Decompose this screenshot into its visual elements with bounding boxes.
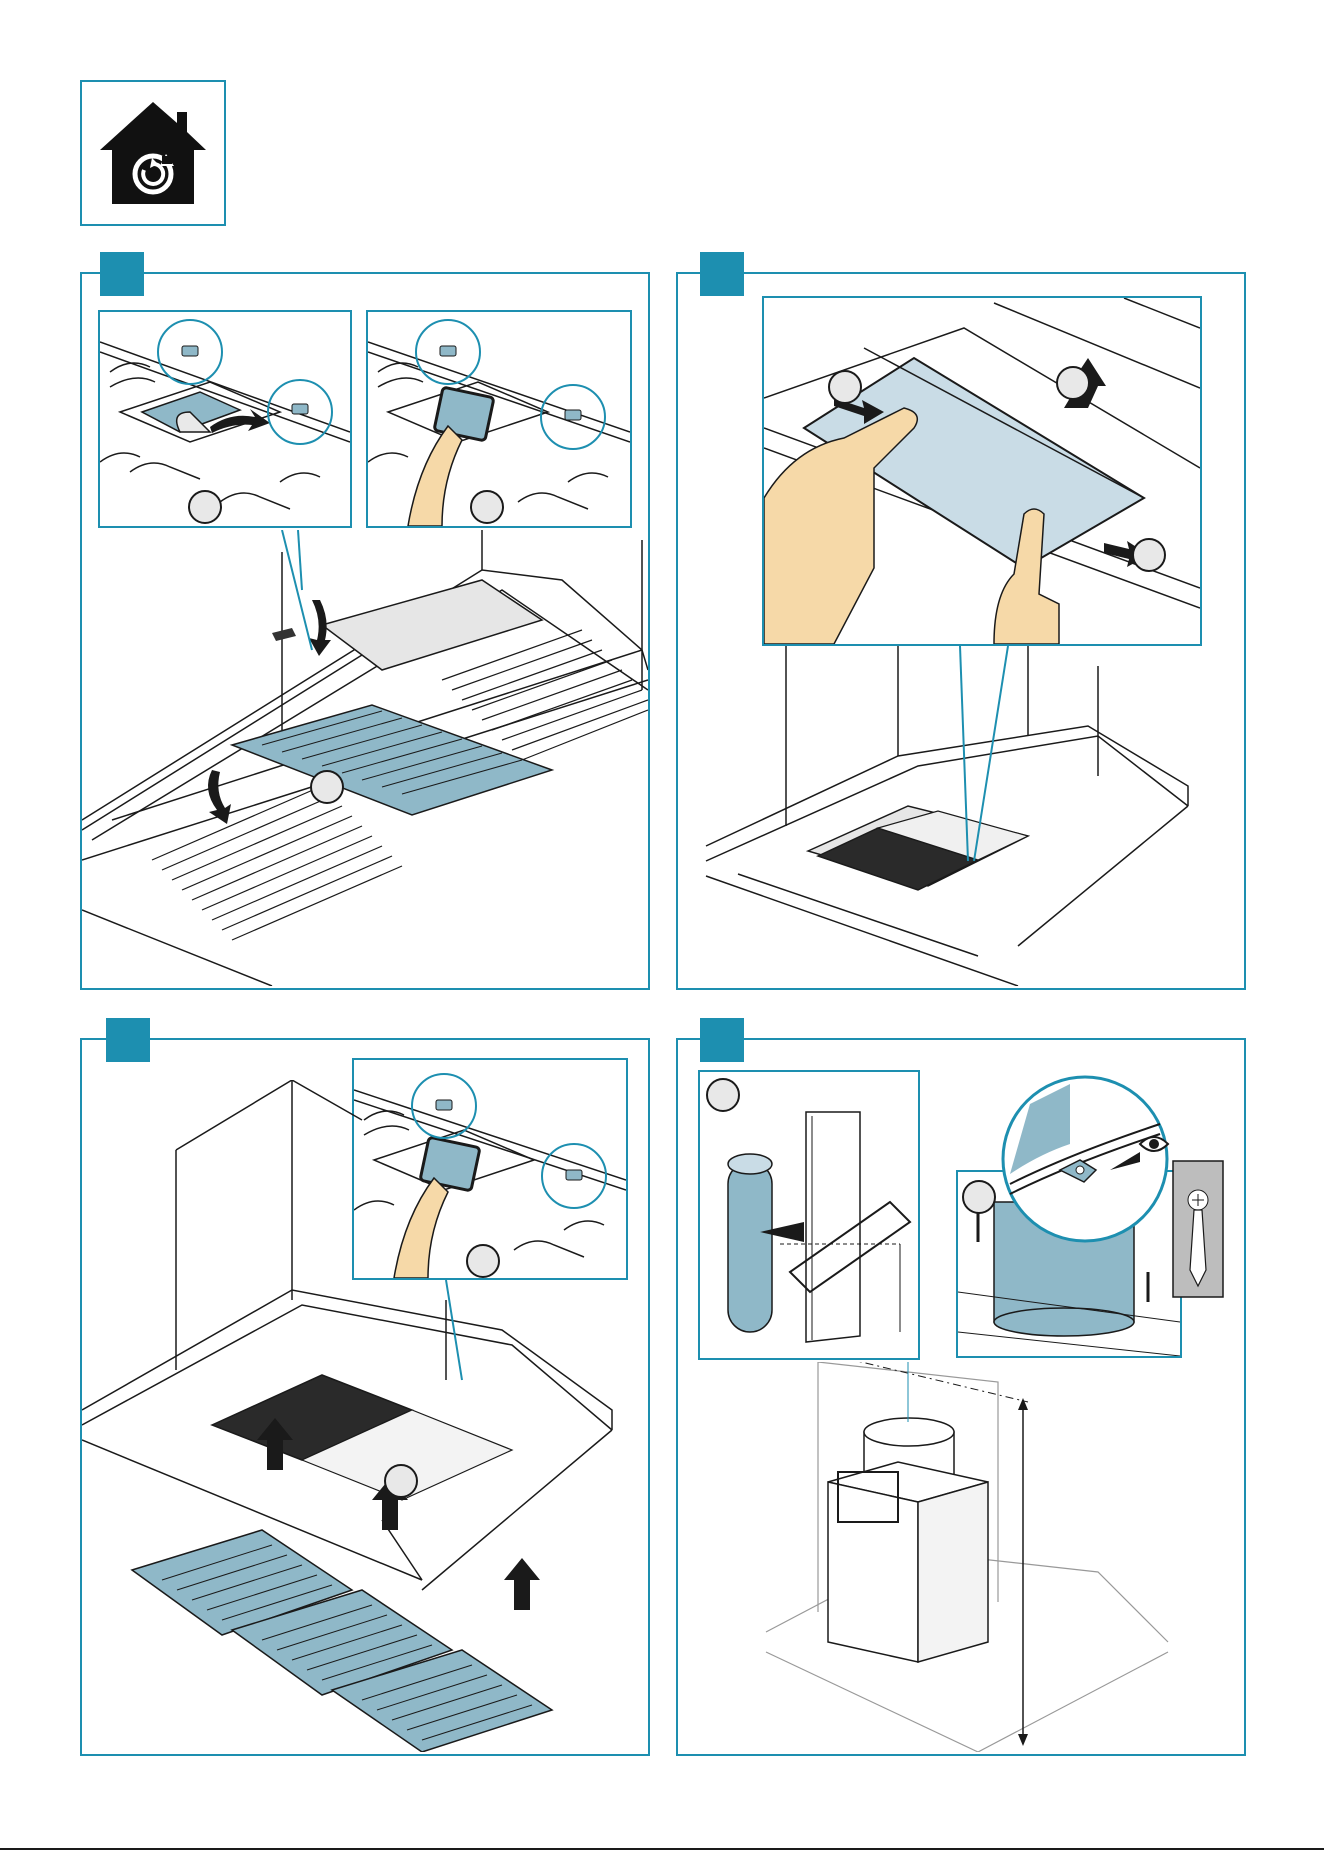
detail-inset-2 (762, 296, 1202, 646)
hood-illustration-4 (678, 1362, 1244, 1752)
step-marker-3b (384, 1464, 418, 1498)
step-tab-2 (700, 252, 744, 296)
magnifier-detail (1000, 1074, 1170, 1244)
step-marker-1a (188, 490, 222, 524)
step-marker-2c (1132, 538, 1166, 572)
step-marker-4b (962, 1180, 996, 1214)
step-tab-3 (106, 1018, 150, 1062)
step-marker-2a (828, 370, 862, 404)
screw-detail (1172, 1160, 1224, 1298)
step-tab-1 (100, 252, 144, 296)
hood-illustration-2 (678, 646, 1244, 986)
detail-inset-1a (98, 310, 352, 528)
hood-illustration-1 (82, 530, 648, 986)
detail-inset-4a (698, 1070, 920, 1360)
footer-rule (0, 1848, 1324, 1850)
step-marker-4a (706, 1078, 740, 1112)
hood-illustration-3 (82, 1080, 648, 1752)
step-marker-1c (310, 770, 344, 804)
step-marker-2b (1056, 366, 1090, 400)
header-icon-box (80, 80, 226, 226)
house-refresh-icon (82, 82, 224, 224)
step-marker-1b (470, 490, 504, 524)
step-tab-4 (700, 1018, 744, 1062)
